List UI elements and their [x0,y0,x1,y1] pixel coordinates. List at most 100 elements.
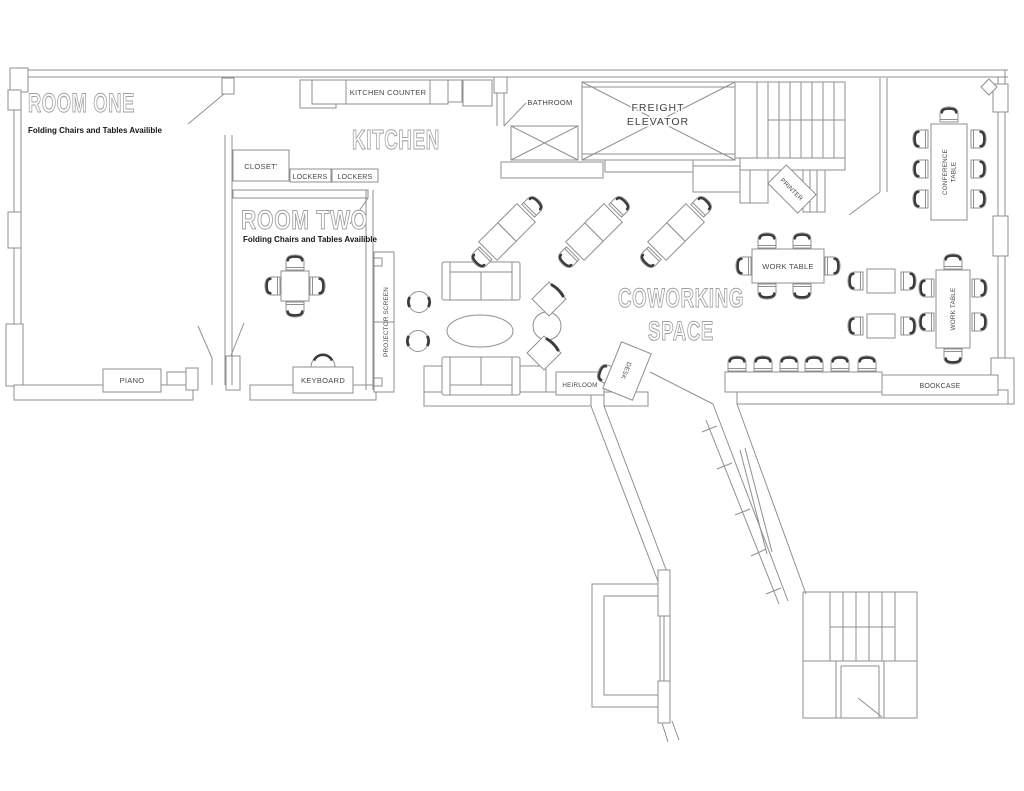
chair [969,158,988,180]
projector-screen [373,251,395,393]
coworking-title-line1: COWORKING [618,283,744,313]
room-one-title: ROOM ONE [28,88,135,118]
lockers-label: LOCKERS [338,174,373,181]
chair [791,231,813,250]
conference-table-label-line2: TABLE [951,162,958,182]
coffee-table [446,314,514,348]
stairs-upper [739,81,846,213]
chair [823,255,842,277]
freight-elevator-label-line1: FREIGHT [631,102,684,114]
chair [969,188,988,210]
room-two-table [280,270,310,302]
chair [942,252,964,271]
hot-desk-pair [635,191,717,273]
chair [970,311,989,333]
chair [856,354,878,373]
freight-elevator-label-line2: ELEVATOR [627,116,689,128]
exit-corridors [590,403,918,743]
door-swing-room-two [349,197,369,225]
room-two-title: ROOM TWO [241,205,368,235]
chair [734,255,753,277]
chair [829,354,851,373]
chair [756,282,778,301]
lockers-label: LOCKERS [293,174,328,181]
sofa [441,356,521,396]
kitchen-title: KITCHEN [352,124,440,155]
chair [803,354,825,373]
small-desk [866,268,896,294]
chair [917,311,936,333]
side-table [519,365,547,393]
work-table-left [751,248,825,284]
piano-label: PIANO [120,376,145,385]
small-desk [866,313,896,339]
side-table [423,365,443,393]
labels: ROOM ONE Folding Chairs and Tables Avail… [27,87,961,390]
kitchen-counter [311,79,449,105]
door-swing-room-one [187,93,225,125]
chair [911,128,930,150]
chair [791,282,813,301]
hot-desk-pair [466,191,548,273]
lockers-left [289,168,332,183]
chair [778,354,800,373]
chair [284,300,306,319]
chair [917,277,936,299]
chair [942,347,964,366]
stairs-lower [802,591,918,719]
chair [846,315,865,337]
door-swing-bathroom [503,102,527,127]
lockers-right [331,168,379,183]
chair [911,158,930,180]
swivel-chair [406,329,430,353]
fixtures [102,79,999,396]
chair [846,270,865,292]
door-swing-conference [848,191,881,216]
chair [726,354,748,373]
chair [911,188,930,210]
closet-label: CLOSET' [244,162,278,171]
freight-elevator-shaft [581,81,736,161]
conference-table [930,123,968,221]
bookcase [881,374,999,396]
lounge-chair [530,280,568,318]
chair [756,231,778,250]
room-one-subtitle: Folding Chairs and Tables Availible [28,126,163,135]
printer: PRINTER [767,164,817,214]
reception-desk: DESK [602,341,652,401]
projector-screen-label: PROJECTOR SCREEN [383,287,390,357]
conference-table-label-line1: CONFERENCE [942,149,949,195]
keyboard-label: KEYBOARD [301,376,345,385]
chair [899,270,918,292]
chair [263,275,282,297]
chair [308,275,327,297]
chair [938,105,960,124]
work-table-label: WORK TABLE [950,288,957,331]
chair [970,277,989,299]
bathroom-label: BATHROOM [527,98,572,107]
work-table-label: WORK TABLE [762,262,813,271]
bookcase-label: BOOKCASE [920,383,961,390]
piano [102,368,162,393]
room-two-subtitle: Folding Chairs and Tables Availible [243,235,378,244]
standing-counter [724,371,883,393]
coworking-title-line2: SPACE [648,316,714,346]
swivel-chair [407,290,431,314]
round-table [532,311,562,341]
heirloom-cabinet [555,371,605,396]
chair [969,128,988,150]
work-table-right [935,269,971,349]
kitchen-appliance [447,79,463,103]
keyboard [292,353,354,394]
kitchen-counter-label: KITCHEN COUNTER [350,88,427,97]
door-swing-stairwell [857,697,883,718]
heirloom-label: HEIRLOOM [562,382,597,389]
corner-diamond-marker [980,78,998,96]
chair [752,354,774,373]
chair [899,315,918,337]
hot-desk-pair [553,191,635,273]
kitchen-appliance [462,79,493,107]
lounge-chair [525,334,563,372]
